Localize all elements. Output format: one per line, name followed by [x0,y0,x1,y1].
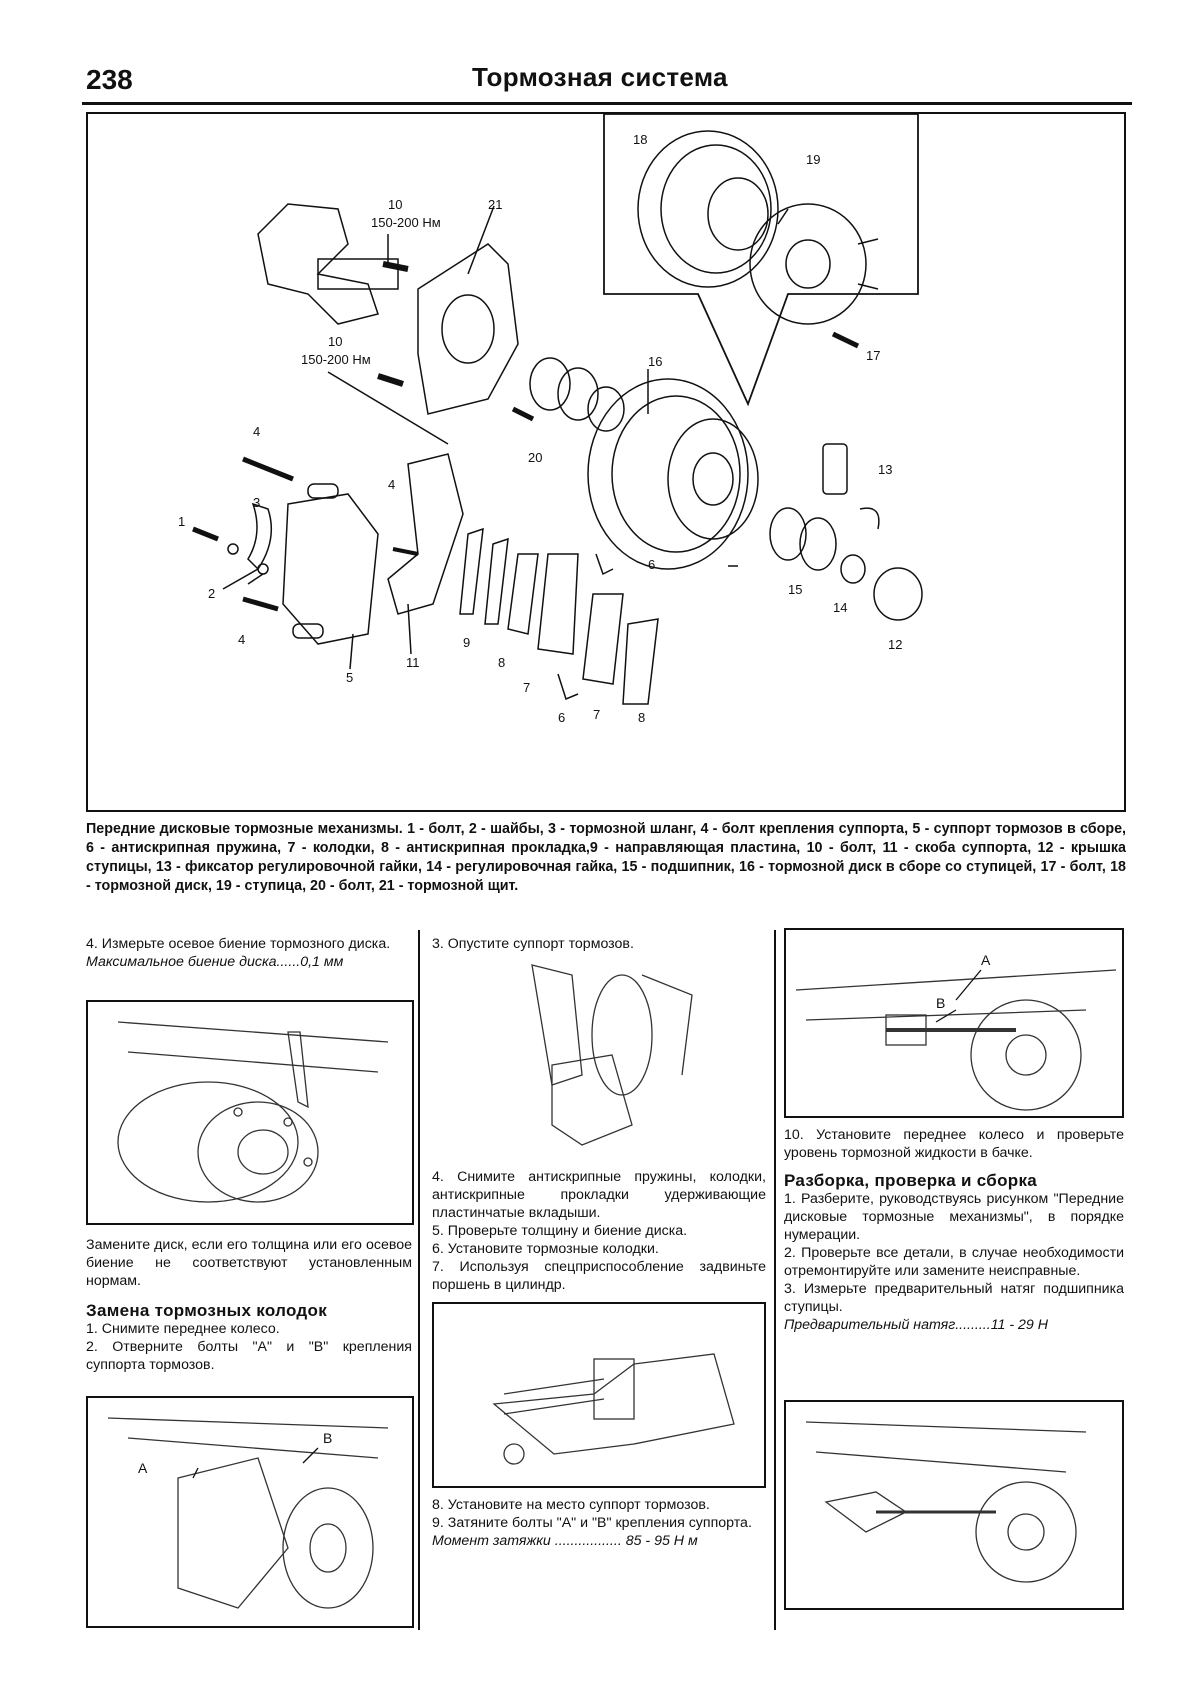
callout-11: 11 [406,655,420,670]
callout-19: 19 [806,152,820,167]
section-heading-pads: Замена тормозных колодок [86,1301,328,1320]
column-2-top: 3. Опустите суппорт тормозов. [432,935,766,953]
col3-step-1: 1. Разберите, руководствуясь рисунком "П… [784,1191,1124,1243]
torque-label-2: 150-200 Нм [301,352,371,367]
callout-5: 5 [346,670,353,685]
column-1-middle: Замените диск, если его толщина или его … [86,1236,412,1374]
callout-4b: 4 [238,632,245,647]
bearing-preload-figure [784,1400,1124,1610]
col1-step-1: 1. Снимите переднее колесо. [86,1321,280,1337]
callout-1: 1 [178,514,185,529]
callout-13: 13 [878,462,892,477]
col2-step-3: 3. Опустите суппорт тормозов. [432,936,634,952]
runout-measure-figure [86,1000,414,1225]
callout-4c: 4 [388,477,395,492]
caliper-bolts-figure: A B [86,1396,414,1628]
col1-step-4: 4. Измерьте осевое биение тормозного дис… [86,936,391,952]
col2-step-4: 4. Снимите антискрипные пружины, колодки… [432,1169,766,1221]
col3-step-3: 3. Измерьте предварительный натяг подшип… [784,1281,1124,1315]
column-2-bottom: 8. Установите на место суппорт тормозов.… [432,1496,766,1550]
callout-17: 17 [866,348,880,363]
torque-label-1: 150-200 Нм [371,215,441,230]
callout-20: 20 [528,450,542,465]
column-1-top: 4. Измерьте осевое биение тормозного дис… [86,935,412,971]
section-heading-disassembly: Разборка, проверка и сборка [784,1171,1038,1190]
col2-step-8: 8. Установите на место суппорт тормозов. [432,1497,710,1513]
callout-6b: 6 [558,710,565,725]
col2-step-9: 9. Затяните болты "A" и "B" крепления су… [432,1515,752,1531]
column-divider-1 [418,930,420,1630]
col2-step-6: 6. Установите тормозные колодки. [432,1241,659,1257]
page-number: 238 [86,64,133,95]
column-divider-2 [774,930,776,1630]
fig-label-a: A [138,1460,148,1476]
callout-18: 18 [633,132,647,147]
callout-16: 16 [648,354,662,369]
callout-7a: 7 [523,680,530,695]
callout-4a: 4 [253,424,260,439]
col1-replace-note: Замените диск, если его толщина или его … [86,1237,412,1289]
callout-10b: 10 [328,334,342,349]
callout-7b: 7 [593,707,600,722]
col2-step-7: 7. Используя спецприспособление задвиньт… [432,1259,766,1293]
col3-step-10: 10. Установите переднее колесо и проверь… [784,1127,1124,1161]
callout-12: 12 [888,637,902,652]
col2-step-5: 5. Проверьте толщину и биение диска. [432,1223,688,1239]
col3-spec: Предварительный натяг.........11 - 29 Н [784,1317,1048,1333]
callout-6a: 6 [648,557,655,572]
column-3-middle: 10. Установите переднее колесо и проверь… [784,1126,1124,1334]
col3-step-2: 2. Проверьте все детали, в случае необхо… [784,1245,1124,1279]
page-title: Тормозная система [472,62,728,92]
piston-tool-figure [432,1302,766,1488]
callout-14: 14 [833,600,847,615]
fig-label-b-2: B [936,995,945,1011]
col1-step-2: 2. Отверните болты "A" и "B" крепления с… [86,1339,412,1373]
wheel-bolts-figure: A B [784,928,1124,1118]
callout-2: 2 [208,586,215,601]
callout-8b: 8 [638,710,645,725]
callout-21: 21 [488,197,502,212]
lower-caliper-figure [432,955,766,1160]
fig-label-b: B [323,1430,332,1446]
fig-label-a-2: A [981,952,991,968]
col2-spec: Момент затяжки ................. 85 - 95… [432,1533,698,1549]
brake-exploded-diagram: 10 150-200 Нм 21 10 150-200 Нм 18 19 17 … [86,112,1126,812]
page-header: 238 Тормозная система [82,60,1132,105]
callout-15: 15 [788,582,802,597]
callout-3: 3 [253,495,260,510]
figure-caption: Передние дисковые тормозные механизмы. 1… [86,821,1126,894]
callout-10a: 10 [388,197,402,212]
callout-9: 9 [463,635,470,650]
col1-spec: Максимальное биение диска......0,1 мм [86,954,344,970]
callout-8a: 8 [498,655,505,670]
column-2-middle: 4. Снимите антискрипные пружины, колодки… [432,1168,766,1294]
